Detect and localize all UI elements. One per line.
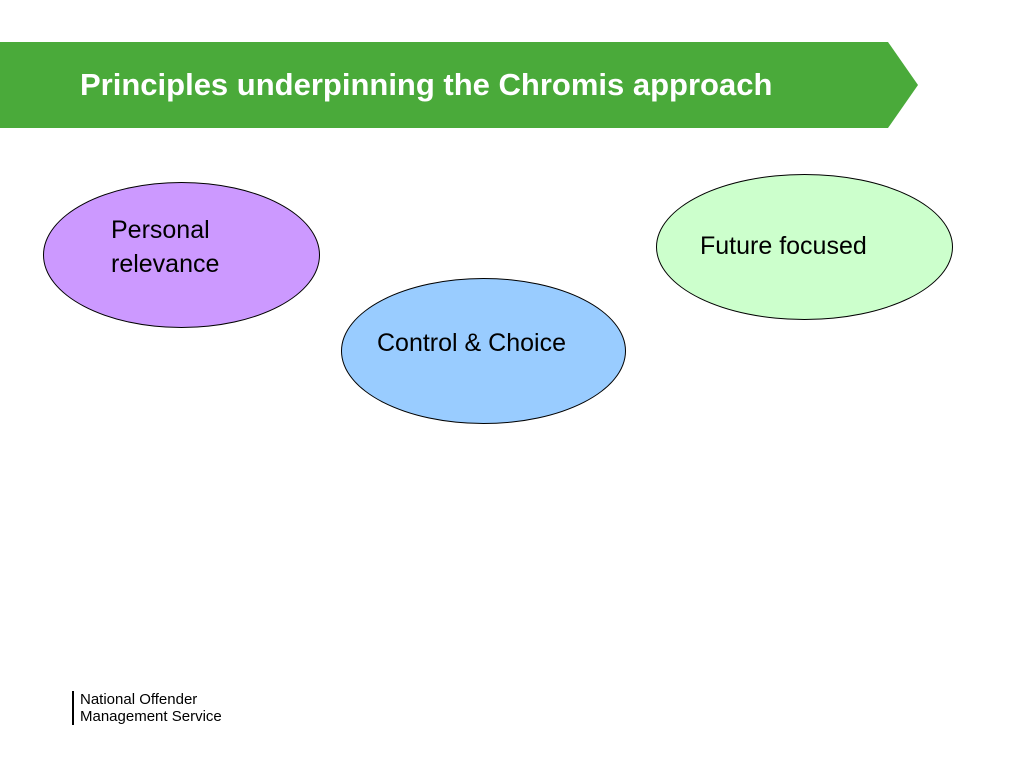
control-choice-ellipse <box>341 278 626 424</box>
title-banner-shape <box>0 42 918 128</box>
control-choice-label: Control & Choice <box>377 329 566 357</box>
title-banner: Principles underpinning the Chromis appr… <box>0 42 920 128</box>
personal-relevance-label: Personal relevance <box>111 216 220 278</box>
future-focused-label: Future focused <box>700 232 867 260</box>
personal-relevance-ellipse <box>43 182 320 328</box>
logo-line-1: National Offender <box>80 691 198 708</box>
slide-title: Principles underpinning the Chromis appr… <box>80 67 773 102</box>
noms-logo: National Offender Management Service <box>72 691 222 725</box>
logo-line-2: Management Service <box>80 708 222 725</box>
future-focused-ellipse <box>656 174 953 320</box>
